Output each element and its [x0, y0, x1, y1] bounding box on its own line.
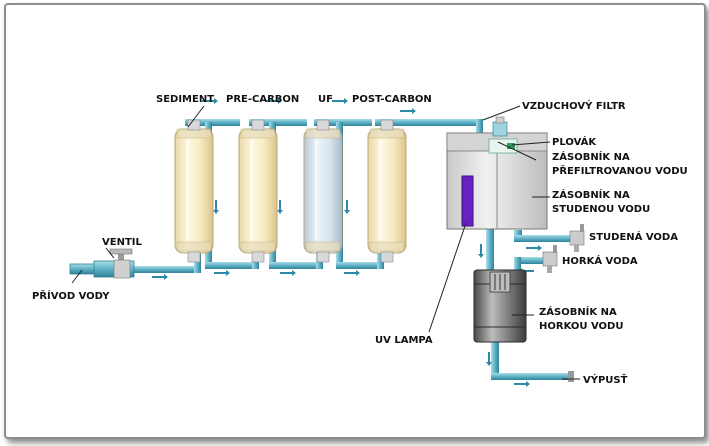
label-plovak: PLOVÁK [552, 135, 597, 148]
post-carbon-cartridge [367, 119, 407, 263]
float [488, 138, 518, 154]
label-uv-lampa: UV LAMPA [375, 335, 433, 346]
uf-cartridge [303, 119, 343, 263]
label-zasobnik-horka-2: HORKOU VODU [539, 321, 623, 332]
label-zasobnik-horka-1: ZÁSOBNÍK NA [539, 305, 617, 318]
pre-carbon-cartridge [238, 119, 278, 263]
hot-faucet [542, 245, 558, 273]
label-privod-vody: PŘÍVOD VODY [32, 289, 110, 302]
air-filter [492, 116, 508, 137]
diagram-frame: SEDIMENT PRE-CARBON UF POST-CARBON VENTI… [4, 3, 706, 439]
label-vzduchovy-filtr: VZDUCHOVÝ FILTR [522, 99, 626, 112]
label-sediment: SEDIMENT [156, 94, 214, 105]
sediment-cartridge [174, 119, 214, 263]
hot-tank [473, 269, 527, 343]
label-ventil: VENTIL [102, 237, 142, 248]
water-filter-diagram: SEDIMENT PRE-CARBON UF POST-CARBON VENTI… [32, 94, 688, 387]
drain-end [568, 371, 574, 382]
label-pre-carbon: PRE-CARBON [226, 94, 299, 105]
label-zasobnik-prefiltr-1: ZÁSOBNÍK NA [552, 150, 630, 163]
leader-lines [71, 105, 580, 380]
cold-faucet [569, 224, 585, 252]
flow-arrows [152, 98, 542, 387]
label-studena-voda: STUDENÁ VODA [589, 230, 678, 243]
filter-cartridges [174, 119, 407, 263]
label-zasobnik-prefiltr-2: PŘEFILTROVANOU VODU [552, 164, 688, 177]
label-vypust: VÝPUSŤ [583, 373, 628, 386]
valve [93, 248, 135, 279]
label-horka-voda: HORKÁ VODA [562, 254, 638, 267]
label-zasobnik-studena-2: STUDENOU VODU [552, 204, 650, 215]
label-post-carbon: POST-CARBON [352, 94, 432, 105]
label-zasobnik-studena-1: ZÁSOBNÍK NA [552, 188, 630, 201]
label-uf: UF [318, 94, 333, 105]
uv-lamp [461, 175, 474, 227]
